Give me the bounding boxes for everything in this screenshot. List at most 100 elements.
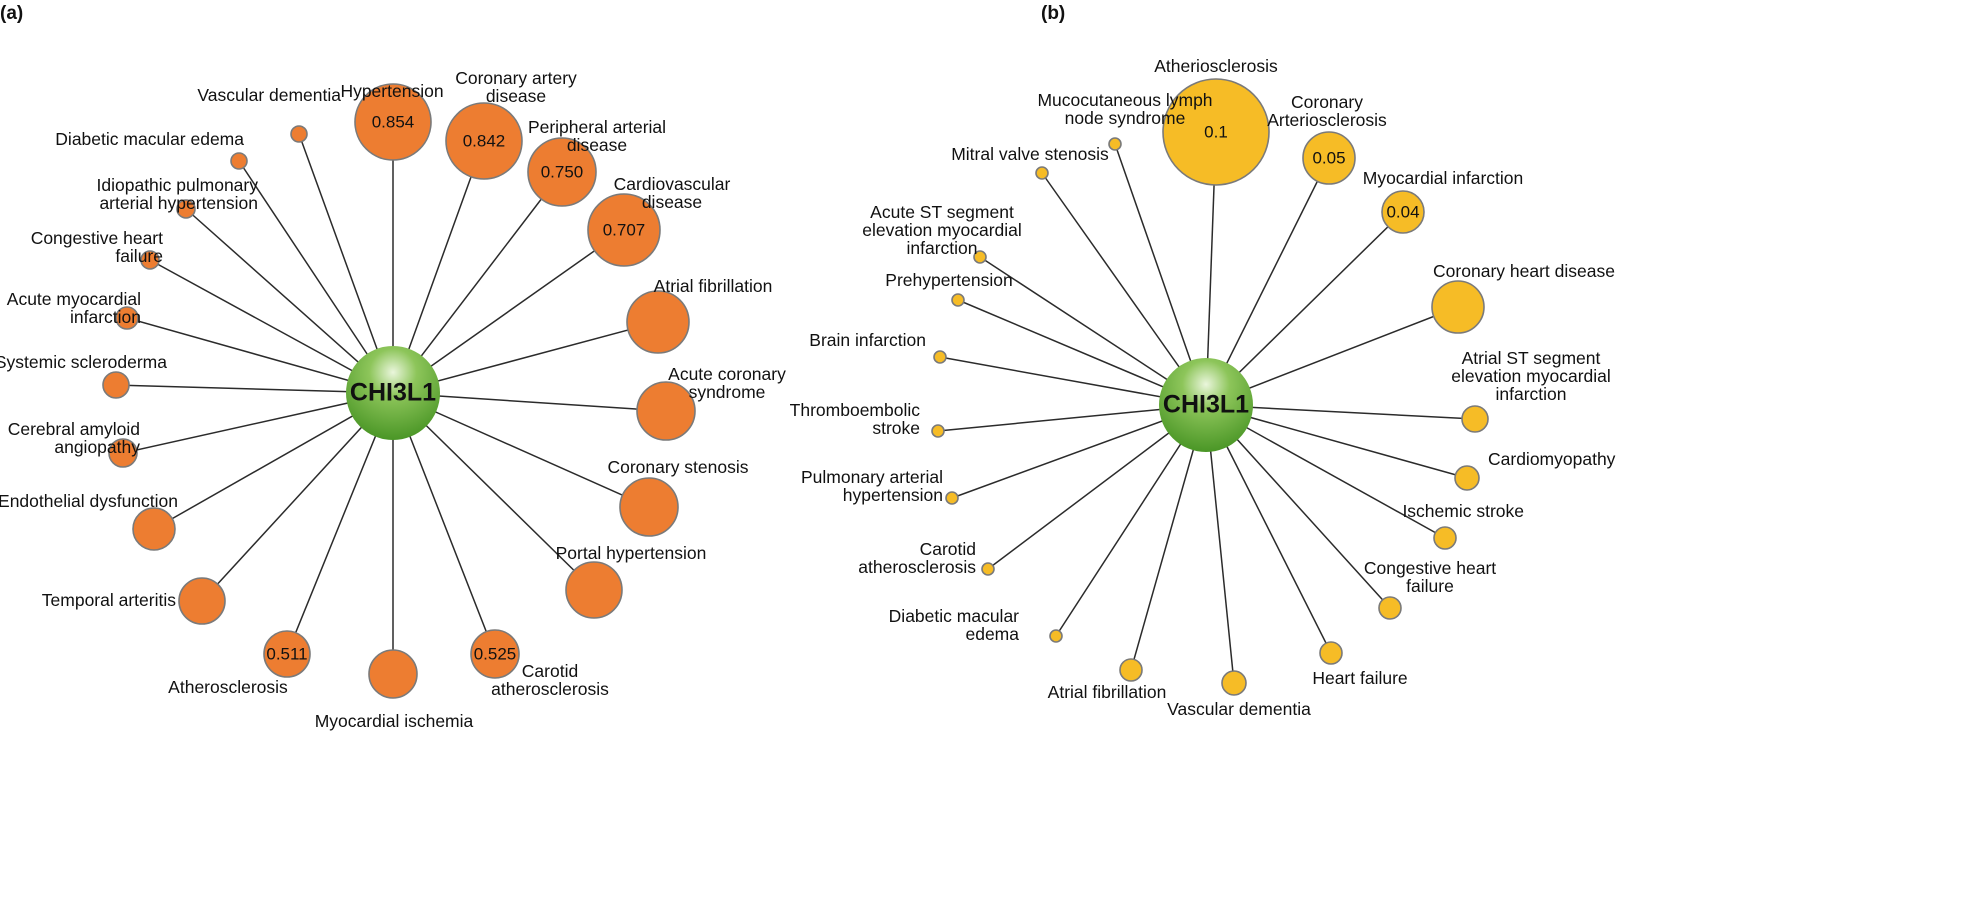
disease-node: Cardiomyopathy — [1454, 449, 1616, 491]
node-circle — [1461, 405, 1489, 433]
node-circle — [951, 293, 965, 307]
disease-node: Prehypertension — [885, 270, 1013, 307]
node-label: Diabetic macular edema — [55, 129, 244, 149]
node-circle — [1302, 131, 1356, 185]
node-circle — [981, 562, 995, 576]
disease-node: Atrial fibrillation — [626, 276, 773, 354]
node-circle — [933, 350, 947, 364]
node-value: 0.525 — [474, 644, 517, 663]
hub-node: CHI3L1 — [1159, 358, 1253, 452]
disease-node: Portal hypertension — [556, 543, 707, 619]
node-label: Systemic scleroderma — [0, 352, 167, 372]
node-label: Coronary stenosis — [607, 457, 748, 477]
node-circle — [1378, 596, 1402, 620]
disease-node: Heart failure — [1312, 641, 1408, 688]
hub-circle — [1159, 358, 1253, 452]
node-label: Coronary heart disease — [1433, 261, 1615, 281]
node-circle — [445, 102, 523, 180]
node-circle — [527, 137, 597, 207]
node-label: Myocardial infarction — [1363, 168, 1523, 188]
node-circle — [1049, 629, 1063, 643]
panel-label: (a) — [0, 3, 23, 24]
node-circle — [1162, 78, 1270, 186]
node-label: Myocardial ischemia — [315, 711, 474, 731]
disease-node: Systemic scleroderma — [0, 352, 167, 399]
node-circle — [178, 577, 226, 625]
disease-node: Vascular dementia — [197, 85, 341, 143]
node-circle — [626, 290, 690, 354]
node-label: Heart failure — [1312, 668, 1407, 688]
disease-node: Myocardial ischemia — [315, 649, 474, 731]
node-circle — [132, 507, 176, 551]
node-circle — [176, 199, 196, 219]
edge-line — [1041, 172, 1207, 406]
node-circle — [1381, 190, 1425, 234]
disease-node: Temporal arteritis — [42, 577, 226, 625]
hub-circle — [346, 346, 440, 440]
node-label: Mitral valve stenosis — [951, 144, 1109, 164]
node-label: Cardiomyopathy — [1488, 449, 1616, 469]
edge-line — [201, 392, 394, 602]
disease-node: Brain infarction — [809, 330, 947, 364]
node-label: Portal hypertension — [556, 543, 707, 563]
disease-node: Coronary heart disease — [1431, 261, 1615, 334]
node-circle — [587, 193, 661, 267]
node-label: Atrial fibrillation — [1048, 682, 1167, 702]
node-label: Atheriosclerosis — [1154, 56, 1278, 76]
node-circle — [619, 477, 679, 537]
node-value: 0.05 — [1312, 148, 1345, 167]
node-circle — [1221, 670, 1247, 696]
node-circle — [354, 83, 432, 161]
node-circle — [1431, 280, 1485, 334]
node-circle — [1433, 526, 1457, 550]
node-circle — [140, 250, 160, 270]
disease-node: Coronary stenosis — [607, 457, 749, 537]
edge-line — [392, 229, 625, 394]
node-circle — [565, 561, 623, 619]
node-circle — [931, 424, 945, 438]
node-value: 0.854 — [372, 112, 415, 131]
disease-node: Endothelial dysfunction — [0, 491, 178, 551]
node-circle — [1108, 137, 1122, 151]
node-circle — [1319, 641, 1343, 665]
node-value: 0.1 — [1204, 122, 1228, 141]
node-value: 0.511 — [266, 644, 307, 663]
node-circle — [470, 629, 520, 679]
node-circle — [973, 250, 987, 264]
node-value: 0.750 — [541, 162, 584, 181]
node-circle — [108, 438, 138, 468]
node-label: Brain infarction — [809, 330, 926, 350]
node-label: Atrial fibrillation — [654, 276, 773, 296]
panel-label: (b) — [1041, 3, 1065, 24]
disease-node: Mitral valve stenosis — [951, 144, 1109, 180]
